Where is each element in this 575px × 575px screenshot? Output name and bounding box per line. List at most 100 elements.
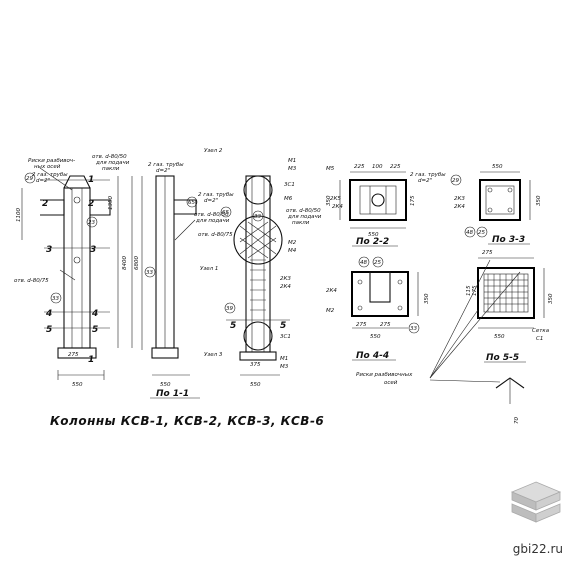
axis-risks-detail bbox=[429, 259, 525, 404]
section-3-3-title: По 3-3 bbox=[492, 235, 525, 245]
section-1-1-title: По 1-1 bbox=[156, 389, 189, 399]
mark-33-2: 33 bbox=[146, 270, 153, 276]
mark-2k4-d: 2К4 bbox=[326, 288, 337, 294]
mark-m1-b: М1 bbox=[280, 356, 288, 362]
mark-65-circle bbox=[186, 196, 198, 208]
dim-8400: 8400 bbox=[122, 256, 128, 270]
label-two-pipes-2: 2 газ. трубы bbox=[148, 162, 184, 168]
axis-1: 1 bbox=[88, 175, 94, 185]
section-3-3-drawing bbox=[479, 171, 531, 221]
mark-33-3: 33 bbox=[254, 214, 261, 220]
mark-m6: М6 bbox=[284, 196, 293, 202]
mark-23: 23 bbox=[88, 220, 95, 226]
label-podachi-5: для подачи bbox=[287, 214, 322, 220]
axis-5d: 5 bbox=[280, 321, 286, 331]
mark-2k3-b: 2К3 bbox=[454, 196, 465, 202]
mark-m1: М1 bbox=[288, 158, 296, 164]
site-logo-icon bbox=[510, 481, 562, 523]
axis-3: 3 bbox=[46, 245, 52, 255]
mark-25: 25 bbox=[478, 230, 485, 236]
mark-3c1-b: 3С1 bbox=[280, 334, 291, 340]
dim-275-d: 275 bbox=[482, 250, 493, 256]
mark-65-circle-2 bbox=[220, 206, 232, 218]
dim-550-g: 550 bbox=[494, 334, 505, 340]
mark-65: 65 bbox=[188, 200, 195, 206]
section-4-4-drawing bbox=[351, 271, 419, 329]
label-podachi-1: для подачи bbox=[95, 160, 130, 166]
mark-39: 39 bbox=[226, 306, 233, 312]
axis-5c: 5 bbox=[230, 321, 236, 331]
mark-29-circle-2 bbox=[450, 174, 462, 186]
dim-550-f: 550 bbox=[370, 334, 381, 340]
label-d2-2: d=2" bbox=[156, 168, 170, 174]
section-5-5-drawing bbox=[477, 257, 545, 329]
mark-33-circle-2 bbox=[144, 266, 156, 278]
section-5-5-title: По 5-5 bbox=[486, 353, 519, 363]
label-pakli-1: пакли bbox=[102, 166, 120, 172]
label-d2-1: d=2" bbox=[36, 178, 50, 184]
site-url[interactable]: gbi22.ru bbox=[512, 542, 563, 556]
section-2-2-title: По 2-2 bbox=[356, 237, 389, 247]
mark-33-circle-3 bbox=[252, 210, 264, 222]
dim-1100: 1100 bbox=[16, 208, 22, 222]
axis-5b: 5 bbox=[92, 325, 98, 335]
dim-225: 225 bbox=[354, 164, 365, 170]
mark-3c1: 3С1 bbox=[284, 182, 295, 188]
mark-2k4-c: 2К4 bbox=[454, 204, 465, 210]
label-uzel-3: Узел 3 bbox=[204, 352, 223, 358]
mark-29-2: 29 bbox=[452, 178, 459, 184]
dim-6mm: 70 bbox=[514, 417, 520, 424]
mark-25-circle bbox=[476, 226, 488, 238]
dim-225-b: 225 bbox=[390, 164, 401, 170]
mark-m5: М5 bbox=[326, 166, 335, 172]
mark-29-circle bbox=[24, 172, 36, 184]
mark-2k4: 2К4 bbox=[280, 284, 291, 290]
dim-350-b: 350 bbox=[536, 195, 542, 206]
mark-m4: М4 bbox=[288, 248, 297, 254]
label-otv-3: отв. d-80/50 bbox=[194, 212, 229, 218]
column-side-view bbox=[141, 175, 197, 376]
dim-550-e: 550 bbox=[492, 164, 503, 170]
dim-350-a: 350 bbox=[326, 195, 332, 206]
mark-m3-b: М3 bbox=[280, 364, 289, 370]
dim-6800: 6800 bbox=[134, 256, 140, 270]
mark-2k4-b: 2К4 bbox=[332, 204, 343, 210]
mark-2k3: 2К3 bbox=[280, 276, 291, 282]
mark-33-1: 33 bbox=[52, 296, 59, 302]
dim-375: 375 bbox=[250, 362, 261, 368]
dim-550-b: 550 bbox=[160, 382, 171, 388]
mark-48-2: 48 bbox=[360, 260, 367, 266]
dim-115: 115 bbox=[466, 285, 472, 296]
label-two-pipes-3: 2 газ. трубы bbox=[198, 192, 234, 198]
section-1-1-drawing bbox=[226, 175, 290, 376]
drawing-caption: Колонны КСВ-1, КСВ-2, КСВ-3, КСВ-6 bbox=[50, 414, 325, 428]
label-two-pipes-4: 2 газ. трубы bbox=[410, 172, 446, 178]
label-uzel-1: Узел 1 bbox=[200, 266, 218, 272]
mark-48-circle bbox=[464, 226, 476, 238]
mark-65-2: 65 bbox=[222, 210, 229, 216]
axis-3b: 3 bbox=[90, 245, 96, 255]
label-otv-5: отв. d-80/50 bbox=[286, 208, 321, 214]
label-riski-bottom: Риски разбивочных bbox=[356, 372, 413, 378]
label-riski: Риски разбивоч- bbox=[28, 158, 75, 164]
axis-2: 2 bbox=[42, 199, 48, 209]
mark-33-circle-1 bbox=[50, 292, 62, 304]
label-otv-2: отв. d-80/75 bbox=[14, 278, 49, 284]
label-d2-3: d=2" bbox=[204, 198, 218, 204]
label-two-pipes-1: 2 газ. трубы bbox=[32, 172, 68, 178]
mark-33-4: 33 bbox=[410, 326, 417, 332]
mark-m2-b: М2 bbox=[326, 308, 335, 314]
label-d2-4: d=2" bbox=[418, 178, 432, 184]
dim-550-d: 550 bbox=[368, 232, 379, 238]
label-riski-bottom-2: осей bbox=[384, 380, 398, 386]
axis-2b: 2 bbox=[88, 199, 94, 209]
mark-2k5: 2К5 bbox=[330, 196, 341, 202]
axis-5: 5 bbox=[46, 325, 52, 335]
dim-275-c: 275 bbox=[380, 322, 391, 328]
label-otv-1: отв. d-80/50 bbox=[92, 154, 127, 160]
section-4-4-title: По 4-4 bbox=[356, 351, 389, 361]
mark-m3: М3 bbox=[288, 166, 297, 172]
dim-350-d: 350 bbox=[548, 293, 554, 304]
dim-175-b: 175 bbox=[472, 285, 478, 296]
